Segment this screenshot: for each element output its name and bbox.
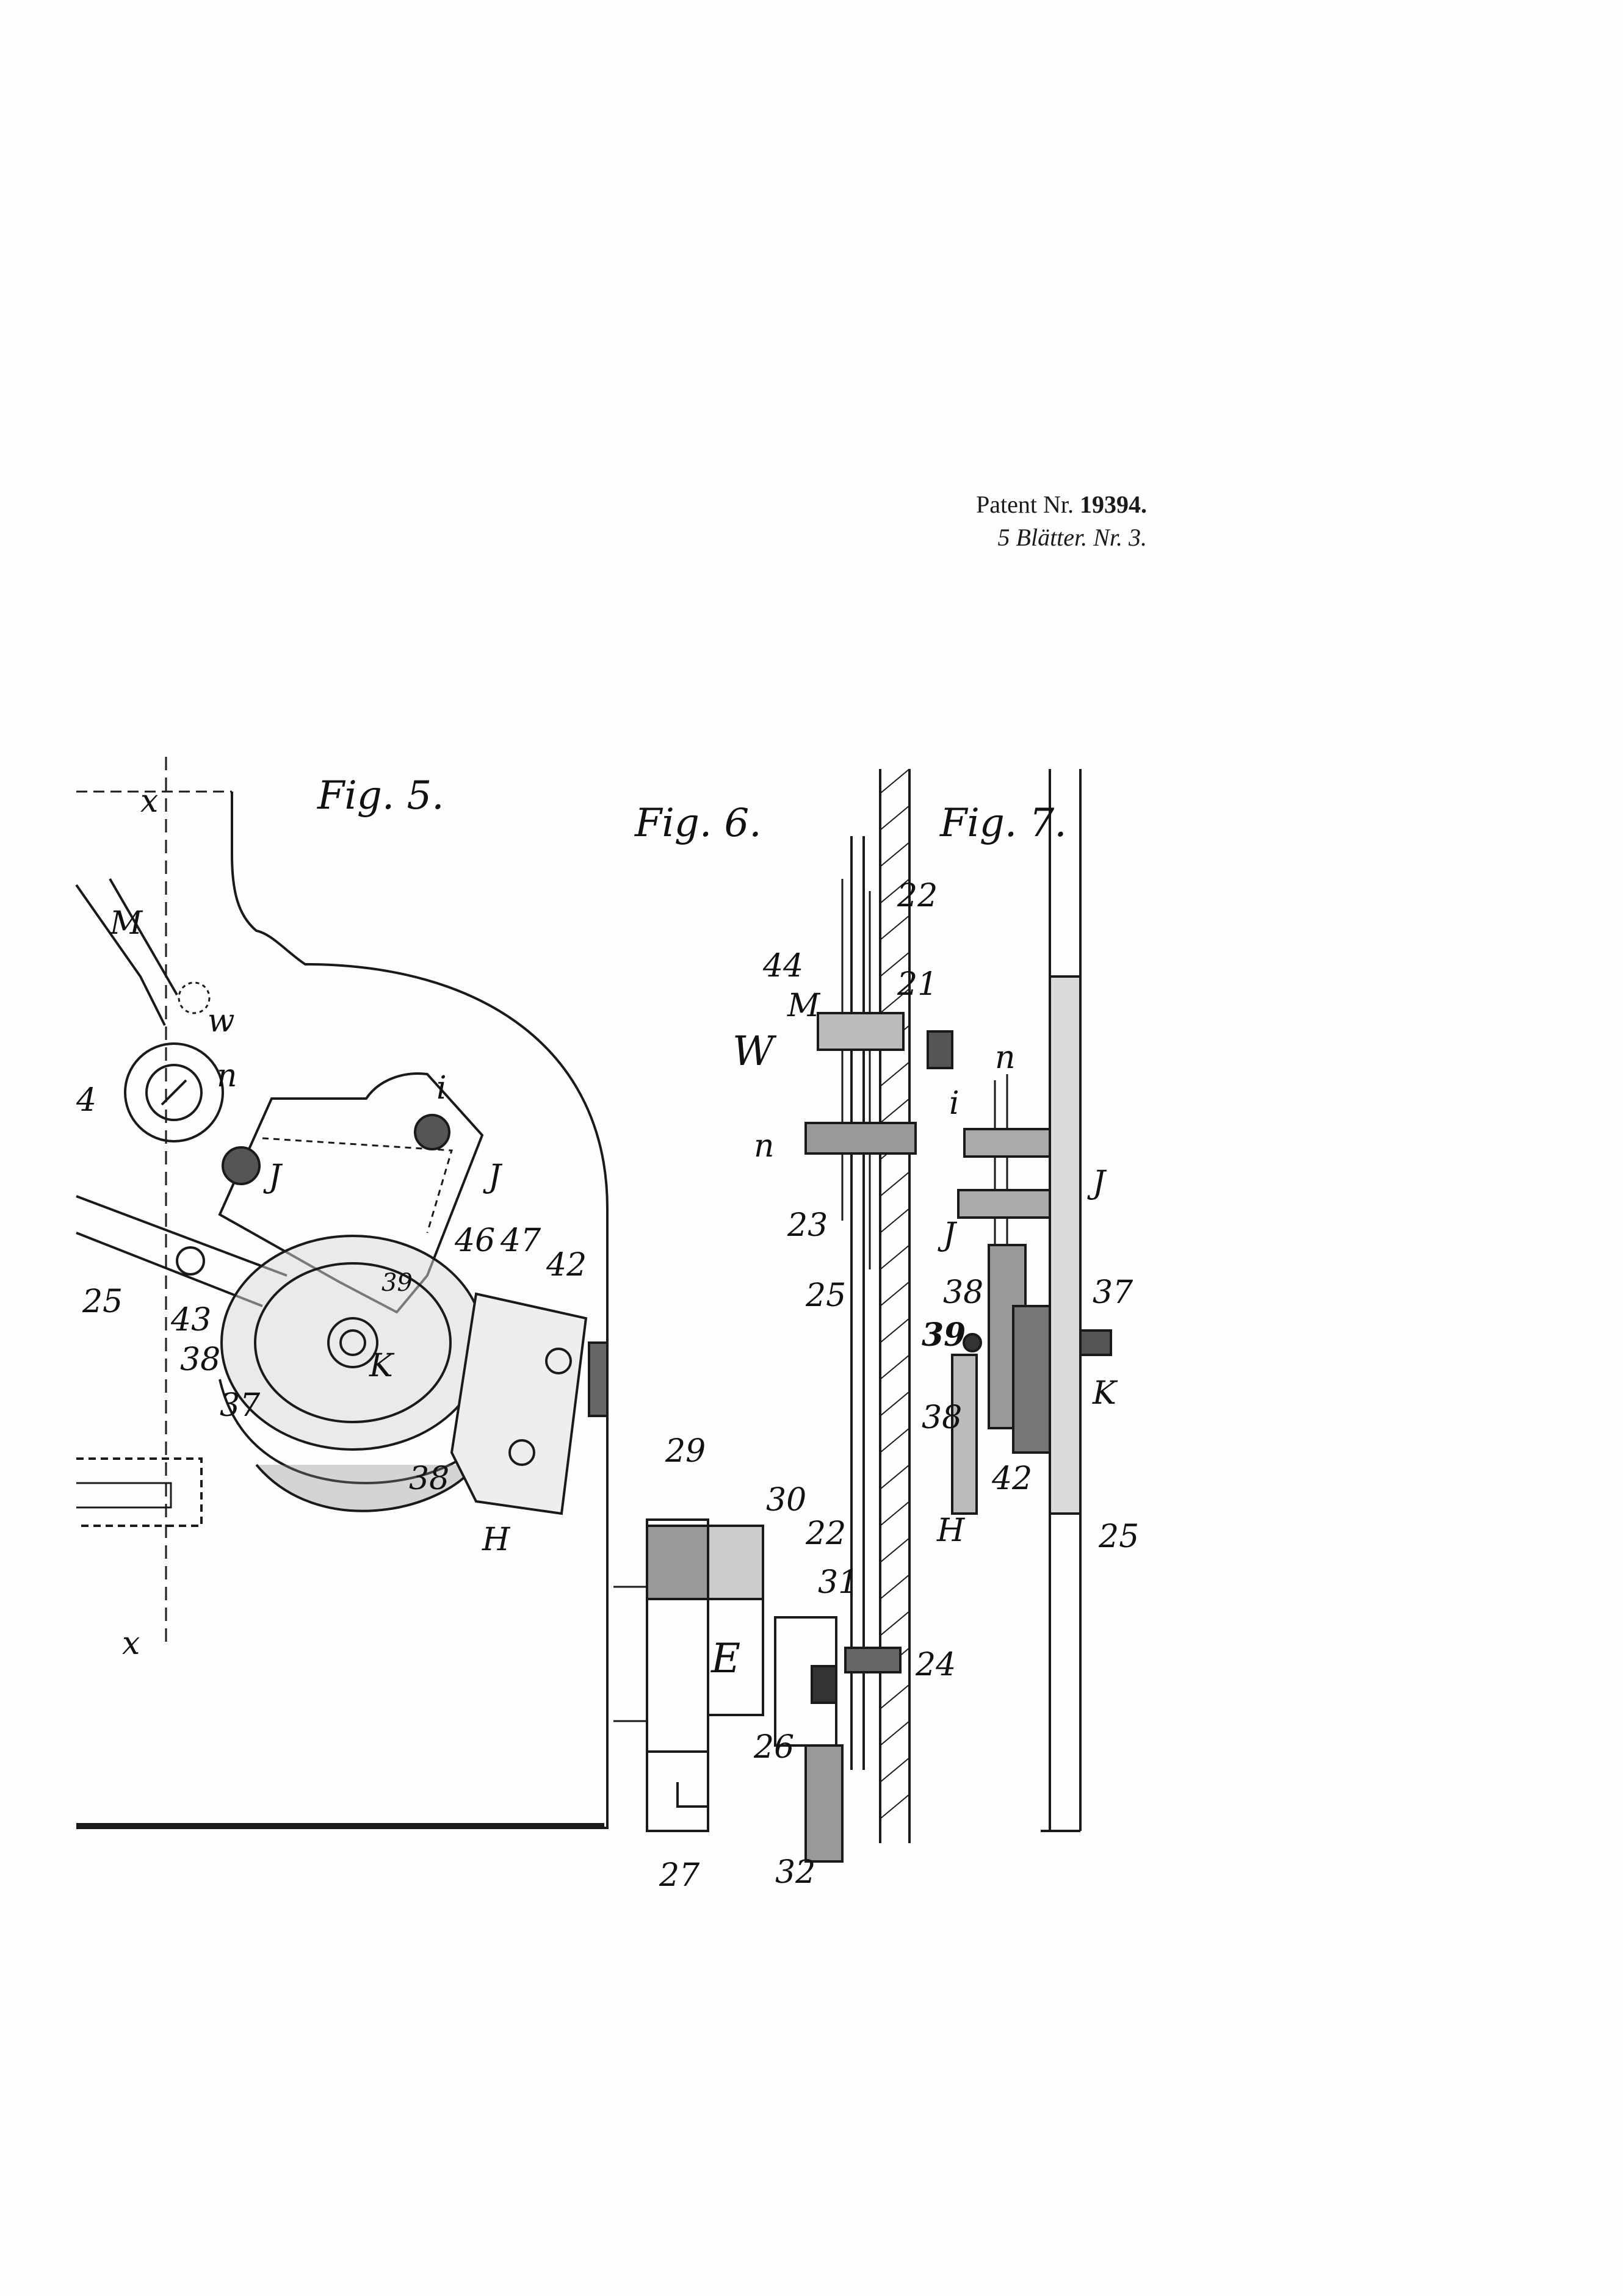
fig7-label: i <box>949 1085 960 1122</box>
fig5-drawing <box>75 757 609 1829</box>
fig7-label: 25 <box>1098 1518 1139 1555</box>
fig5-label: n <box>217 1058 237 1094</box>
fig7-label: n <box>995 1039 1016 1076</box>
fig5-label: K <box>369 1348 395 1384</box>
patent-number-line: Patent Nr. 19394. <box>976 488 1147 521</box>
fig5-label: 39 <box>381 1269 413 1297</box>
fig6-label: 32 <box>775 1854 815 1891</box>
fig5-labels: x M w n i J J 46 47 42 39 25 43 38 37 K … <box>76 783 587 1662</box>
fig5-label: x <box>122 1625 140 1662</box>
fig6-label: 23 <box>787 1207 828 1244</box>
fig6-label: n <box>754 1128 775 1164</box>
fig6-label: 22 <box>897 878 938 914</box>
fig7-drawing <box>951 769 1112 1832</box>
fig6-drawing <box>613 768 953 1863</box>
fig5-label: 46 <box>454 1222 495 1259</box>
fig5-label: w <box>208 1003 235 1039</box>
fig6-label: M <box>787 987 821 1024</box>
fig6-labels: 22 44 M 21 W n 23 25 29 30 22 31 E 24 26… <box>659 878 956 1894</box>
fig7-title: Fig. 7. <box>939 801 1067 846</box>
fig5-label: J <box>263 1158 283 1195</box>
fig7-label: 39 <box>922 1316 966 1354</box>
fig7-label: J <box>938 1216 958 1253</box>
fig6-label: 21 <box>897 966 938 1003</box>
fig7-labels: n i J J 38 37 39 K 38 42 H 25 <box>922 1039 1139 1555</box>
fig5-label: 25 <box>82 1283 123 1320</box>
fig5-label: H <box>482 1522 511 1558</box>
fig5-label: 38 <box>409 1460 449 1497</box>
fig6-title: Fig. 6. <box>634 801 762 846</box>
fig6-label: 27 <box>659 1857 700 1894</box>
patent-number: 19394. <box>1080 491 1147 518</box>
fig7-label: J <box>1087 1164 1107 1201</box>
fig6-label: 31 <box>818 1564 858 1601</box>
fig5-label: 42 <box>546 1247 587 1283</box>
fig6-label: 22 <box>805 1515 846 1552</box>
fig7-label: K <box>1092 1375 1118 1412</box>
fig5-label: i <box>436 1070 447 1106</box>
fig5-label: 37 <box>220 1387 261 1424</box>
fig5-label: 43 <box>170 1302 211 1338</box>
fig5-label: 4 <box>76 1082 96 1119</box>
fig6-label: 24 <box>915 1647 956 1683</box>
fig5-label: x <box>140 783 158 820</box>
fig6-label: 29 <box>665 1433 706 1470</box>
fig6-label: 44 <box>762 948 803 984</box>
patent-prefix: Patent Nr. <box>976 491 1074 518</box>
fig7-label: 37 <box>1093 1274 1133 1311</box>
fig6-label: 25 <box>805 1277 846 1314</box>
fig6-label: E <box>710 1635 740 1682</box>
fig7-label: 42 <box>991 1460 1032 1497</box>
sheets-line: 5 Blätter. Nr. 3. <box>997 524 1147 551</box>
fig7-label: H <box>936 1512 966 1549</box>
fig7-label: 38 <box>943 1274 983 1311</box>
patent-header: Patent Nr. 19394. 5 Blätter. Nr. 3. <box>976 488 1147 554</box>
fig6-label: 26 <box>753 1729 794 1766</box>
fig6-label: 30 <box>766 1482 806 1518</box>
fig5-label: J <box>483 1158 503 1195</box>
fig5-title: Fig. 5. <box>317 773 444 818</box>
fig5-label: 38 <box>180 1341 220 1378</box>
fig5-label: 47 <box>500 1222 541 1259</box>
fig7-label: 38 <box>922 1399 962 1436</box>
fig6-label: W <box>732 1028 777 1075</box>
fig5-label: M <box>109 905 143 942</box>
